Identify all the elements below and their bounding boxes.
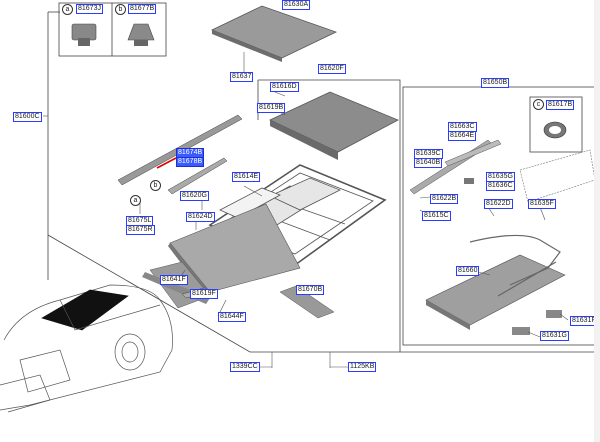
- part-label-81673J[interactable]: 81673J: [76, 4, 103, 14]
- part-label-81664E[interactable]: 81664E: [448, 131, 477, 141]
- part-label-81641F[interactable]: 81641F: [160, 275, 188, 285]
- clip-part-b: [127, 23, 155, 46]
- part-label-81615C[interactable]: 81615C: [422, 211, 451, 221]
- part-label-81678B[interactable]: 81678B: [176, 157, 205, 167]
- callout-b-marker: b: [150, 180, 161, 191]
- group-frame-lines: [47, 2, 600, 353]
- callout-b-box: b: [115, 4, 126, 15]
- page-scrollbar[interactable]: [594, 0, 600, 442]
- part-label-81631G[interactable]: 81631G: [540, 331, 569, 341]
- part-label-81624D[interactable]: 81624D: [186, 212, 215, 222]
- glass-panel-81616D: [269, 91, 399, 160]
- part-label-81675R[interactable]: 81675R: [126, 225, 155, 235]
- part-label-81614E[interactable]: 81614E: [232, 172, 261, 182]
- part-label-81635F[interactable]: 81635F: [528, 199, 556, 209]
- part-label-1125KB[interactable]: 1125KB: [348, 362, 377, 372]
- right-group-parts: [409, 139, 596, 335]
- part-label-81619F[interactable]: 81619F: [190, 289, 218, 299]
- part-label-81616D[interactable]: 81616D: [270, 82, 299, 92]
- part-label-81636C[interactable]: 81636C: [486, 181, 515, 191]
- part-label-81650B[interactable]: 81650B: [481, 78, 510, 88]
- part-label-81637[interactable]: 81637: [230, 72, 254, 82]
- part-label-81630A[interactable]: 81630A: [282, 0, 311, 10]
- glass-panel-81630A: [211, 5, 338, 62]
- callout-a-box: a: [62, 4, 73, 15]
- part-label-81644F[interactable]: 81644F: [218, 312, 246, 322]
- clip-part-c: [543, 121, 567, 139]
- callout-c-box: c: [533, 99, 544, 110]
- part-label-81600C[interactable]: 81600C: [13, 112, 42, 122]
- clip-part-a: [71, 23, 97, 46]
- part-label-81622D[interactable]: 81622D: [484, 199, 513, 209]
- part-label-1339CC[interactable]: 1339CC: [230, 362, 260, 372]
- part-label-81677B[interactable]: 81677B: [128, 4, 157, 14]
- part-label-81617B[interactable]: 81617B: [546, 100, 575, 110]
- part-label-81620G[interactable]: 81620G: [180, 191, 209, 201]
- part-label-81660[interactable]: 81660: [456, 266, 480, 276]
- callout-a-marker: a: [130, 195, 141, 206]
- part-label-81620F[interactable]: 81620F: [318, 64, 346, 74]
- vehicle-illustration: [0, 284, 173, 413]
- part-label-81619B[interactable]: 81619B: [257, 103, 286, 113]
- part-label-81622B[interactable]: 81622B: [430, 194, 459, 204]
- part-label-81640B[interactable]: 81640B: [414, 158, 443, 168]
- part-label-81670B[interactable]: 81670B: [296, 285, 325, 295]
